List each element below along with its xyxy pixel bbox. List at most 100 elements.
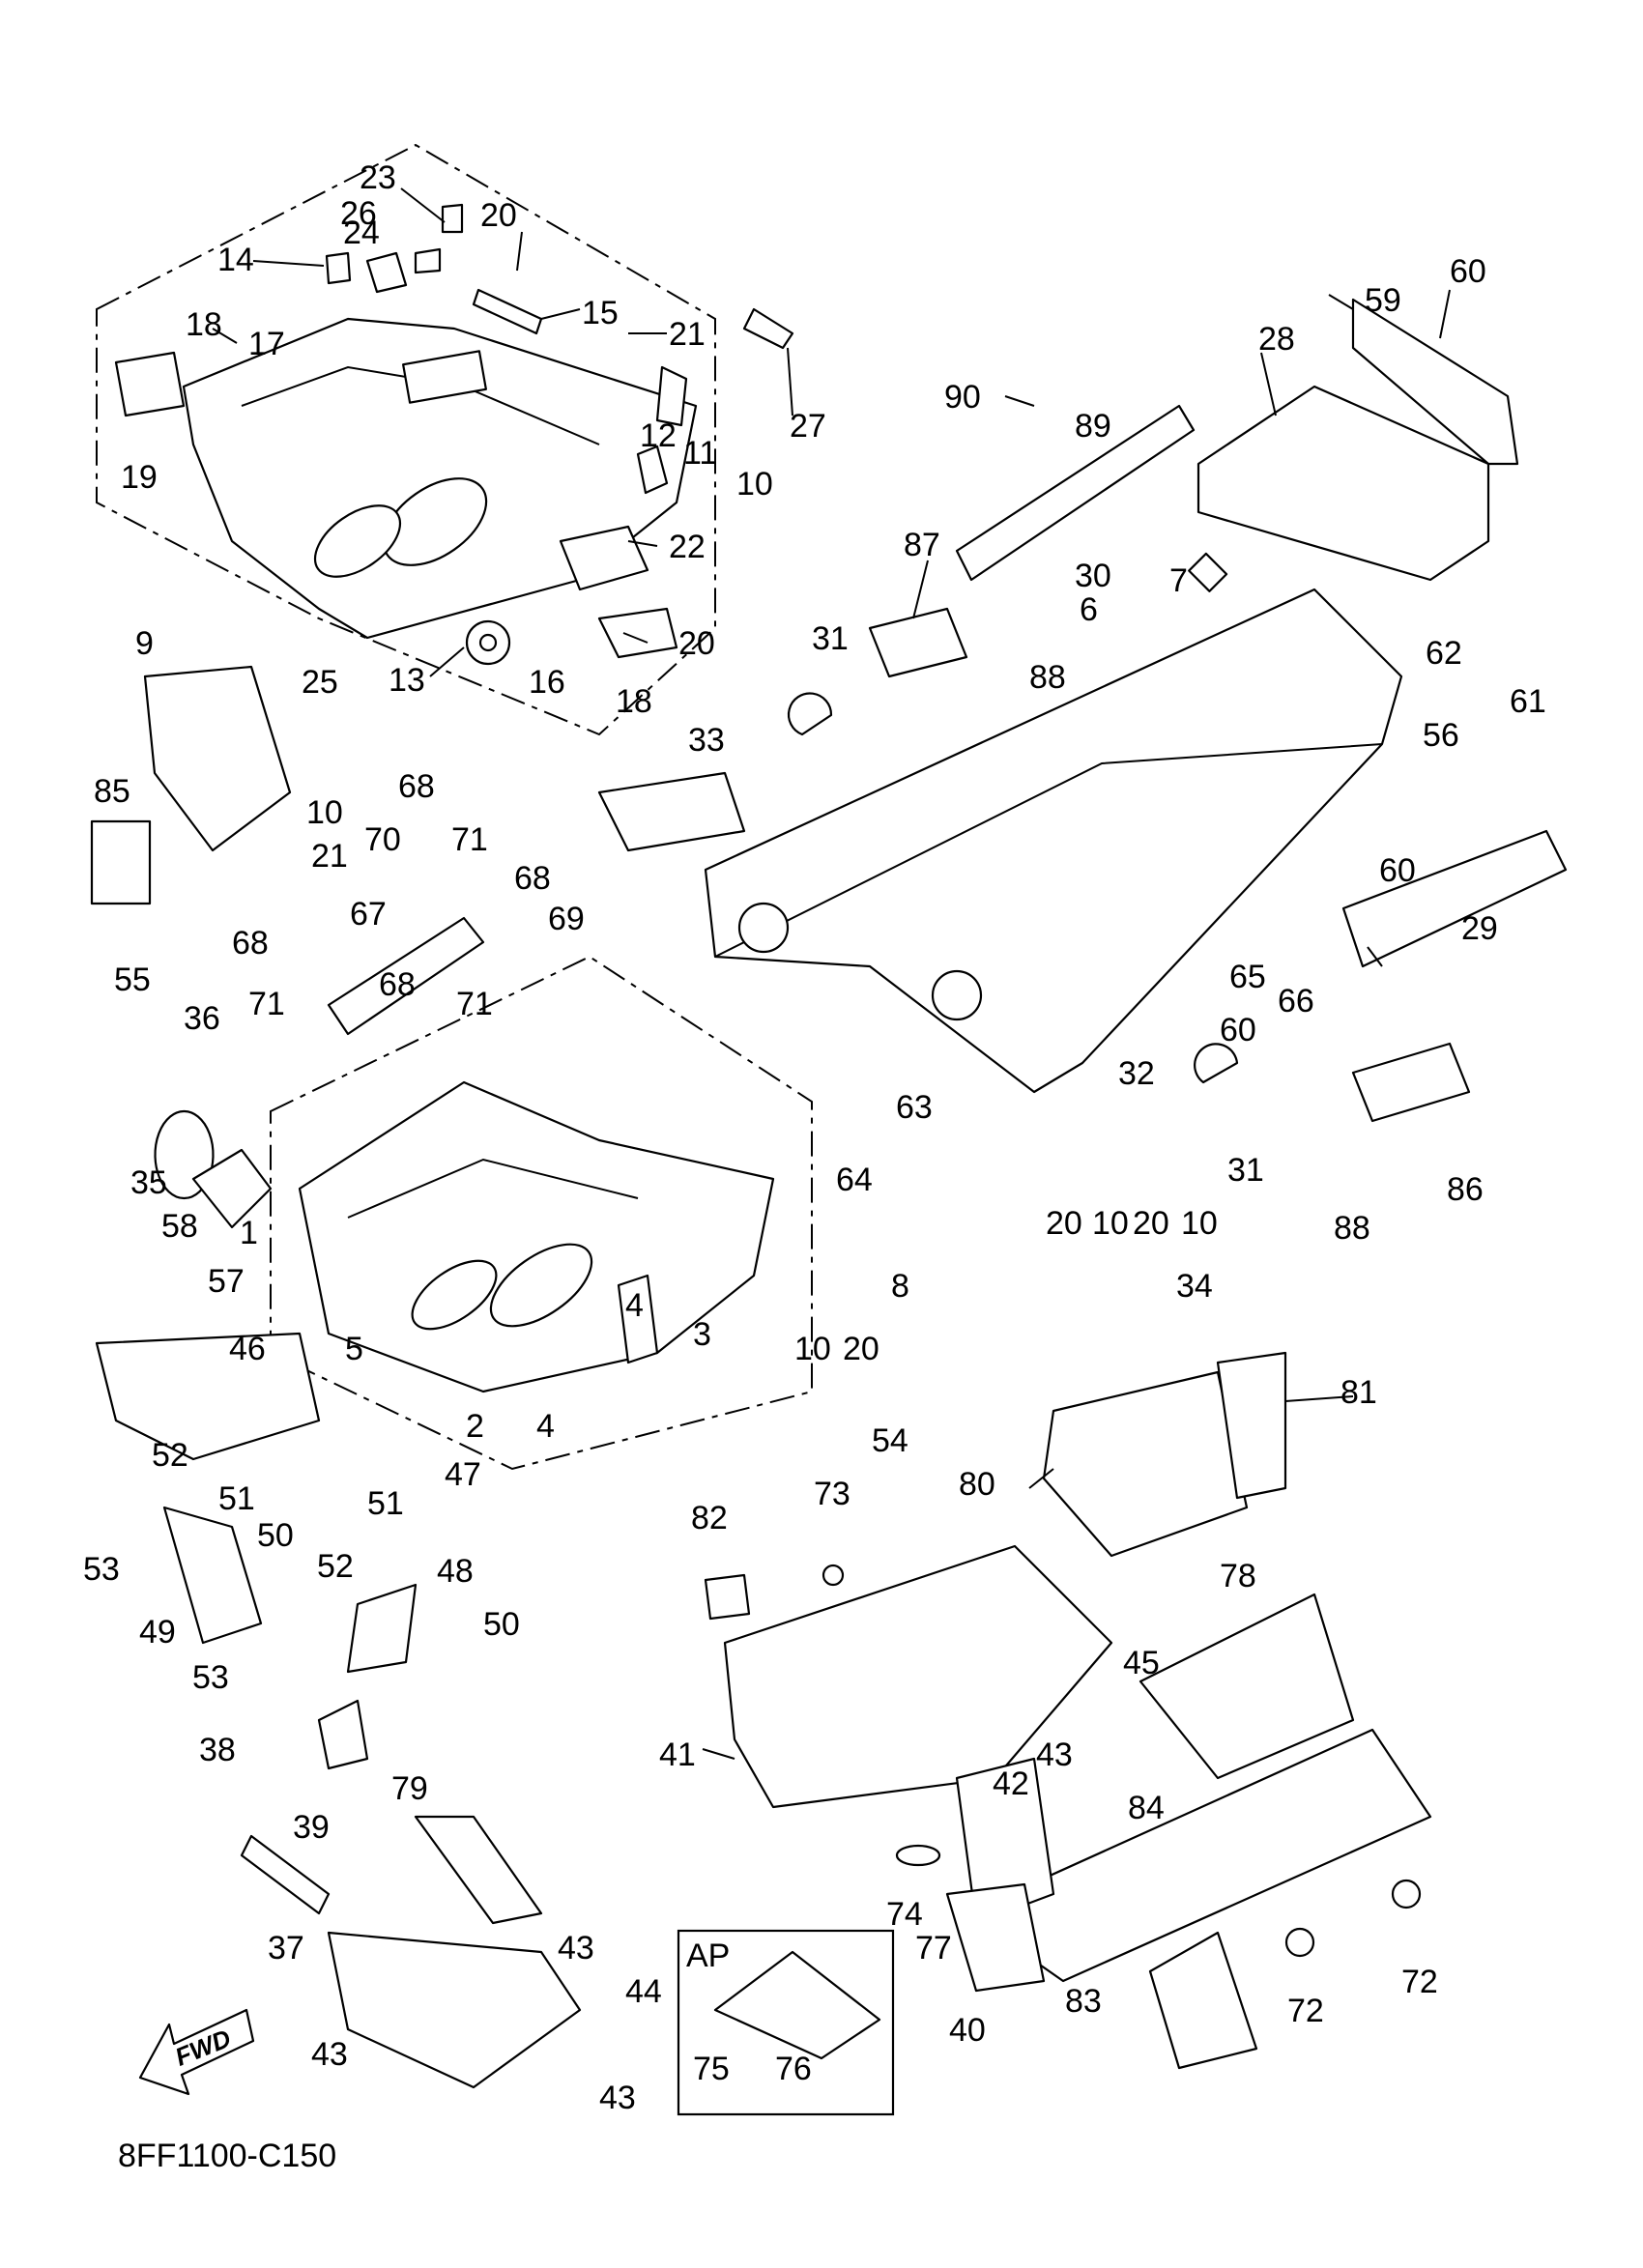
callout-64: 64 [836,1162,873,1198]
callout-23: 23 [360,159,396,196]
callout-1: 1 [240,1215,258,1251]
callout-45: 45 [1123,1645,1160,1681]
callout-41: 41 [659,1737,696,1773]
callout-17: 17 [248,326,285,362]
boot-35 [191,1148,273,1229]
callout-83: 83 [1065,1983,1102,2020]
bracket-26 [414,247,442,274]
callout-30: 30 [1075,558,1111,594]
callout-71: 71 [451,821,488,858]
callout-13: 13 [389,662,425,699]
callout-76: 76 [775,2051,812,2087]
leader-lines [212,187,1451,1760]
bracket-40 [945,1882,1046,1993]
callout-80: 80 [959,1466,995,1503]
plate-15 [472,288,543,335]
upper-frame-group [96,143,794,736]
callout-6: 6 [1080,591,1098,628]
box-87 [868,607,968,678]
callout-43: 43 [1036,1737,1073,1773]
callout-56: 56 [1423,717,1459,754]
callout-53: 53 [192,1659,229,1696]
pad-85 [90,819,152,905]
callout-20: 20 [843,1331,879,1367]
callout-21: 21 [669,316,706,353]
callout-49: 49 [139,1614,176,1651]
callout-60: 60 [1379,852,1416,889]
ap-inset: AP [677,1929,895,2116]
plate-7 [1188,552,1228,592]
clip-73 [822,1564,845,1587]
callout-78: 78 [1220,1558,1256,1594]
callout-59: 59 [1365,282,1401,319]
callout-4: 4 [625,1287,644,1324]
callout-20: 20 [678,625,715,662]
callout-82: 82 [691,1500,728,1536]
bracket-49 [162,1506,263,1645]
bumper-46 [95,1332,321,1461]
panel-80 [1042,1370,1249,1558]
skid-group [240,1815,582,2089]
bracket-16 [597,607,678,659]
ap-inset-label: AP [686,1938,730,1974]
drawing-code: 8FF1100-C150 [118,2138,336,2174]
callout-28: 28 [1258,321,1295,358]
bracket-14 [325,251,352,285]
callout-47: 47 [445,1456,481,1493]
callout-38: 38 [199,1732,236,1768]
callout-68: 68 [232,925,269,962]
callout-68: 68 [514,860,551,897]
callout-60: 60 [1450,253,1486,290]
callout-61: 61 [1510,683,1546,720]
callout-36: 36 [184,1000,220,1037]
callout-89: 89 [1075,408,1111,445]
grommet-74 [895,1844,941,1867]
callouts: 23 26 20 24 14 15 18 17 21 27 19 12 11 1… [83,159,1546,2174]
skid-37 [327,1931,582,2089]
ap-inset-frame [677,1929,895,2116]
bracket-12 [636,445,669,495]
bracket-11 [655,365,688,427]
callout-52: 52 [152,1437,188,1474]
callout-40: 40 [949,2012,986,2049]
callout-29: 29 [1461,910,1498,947]
callout-86: 86 [1447,1171,1484,1208]
bracket-59 [1351,298,1519,466]
cover-9 [143,665,292,852]
bracket-67 [327,916,485,1036]
callout-88: 88 [1029,659,1066,696]
callout-87: 87 [904,527,940,563]
callout-51: 51 [218,1480,255,1517]
callout-57: 57 [208,1263,245,1300]
callout-58: 58 [161,1208,198,1245]
callout-15: 15 [582,295,619,331]
disc-31b [1194,1043,1239,1084]
bracket-79 [414,1815,543,1925]
callout-68: 68 [379,966,416,1003]
callout-4: 4 [536,1408,555,1445]
clip-82 [704,1573,751,1621]
callout-37: 37 [268,1930,304,1967]
callout-43: 43 [558,1930,594,1967]
callout-9: 9 [135,625,154,662]
upper-frame-boundary [96,143,716,736]
callout-81: 81 [1340,1374,1377,1411]
tunnel-6 [704,588,1403,1094]
callout-67: 67 [350,896,387,933]
bracket-3 [617,1274,659,1364]
callout-18: 18 [616,683,652,720]
rail-30 [955,404,1196,582]
panels-group [704,1351,1432,2070]
callout-90: 90 [944,379,981,416]
bracket-19 [114,351,186,417]
callout-46: 46 [229,1331,266,1367]
callout-71: 71 [456,986,493,1022]
callout-31: 31 [812,620,849,657]
callout-25: 25 [302,664,338,701]
callout-16: 16 [529,664,565,701]
callout-52: 52 [317,1548,354,1585]
bracket-38 [317,1699,369,1770]
bracket-75 [713,1950,881,2060]
cap-72b [1391,1879,1422,1909]
